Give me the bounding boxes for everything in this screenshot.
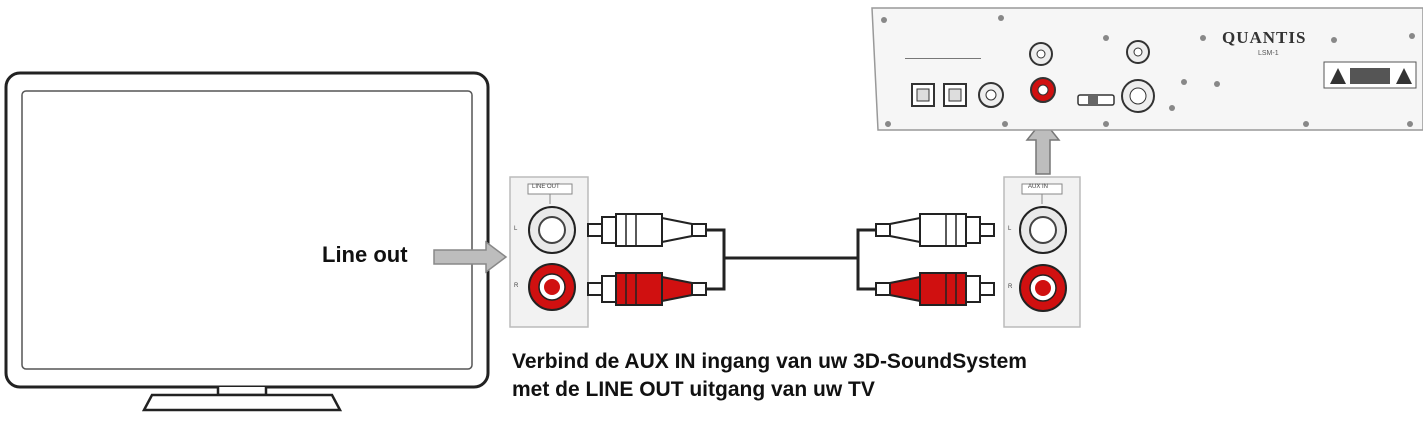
tv	[4, 71, 490, 412]
caption-line-1: Verbind de AUX IN ingang van uw 3D-Sound…	[512, 350, 1027, 373]
tv-screen	[21, 90, 473, 370]
line-out-label: Line out	[322, 242, 408, 267]
tv-red-plug	[587, 272, 707, 306]
line-out-arrow	[433, 240, 508, 274]
aux-red-plug	[875, 272, 995, 306]
tv-left-channel-label: L	[514, 226, 518, 232]
aux-left-channel-label: L	[1008, 226, 1012, 232]
instruction-caption: Verbind de AUX IN ingang van uw 3D-Sound…	[512, 348, 1027, 404]
aux-right-channel-label: R	[1008, 284, 1013, 290]
tv-panel-label: LINE OUT	[532, 184, 560, 190]
brand-logo: QUANTIS	[1222, 28, 1307, 47]
cable	[706, 228, 876, 291]
model-label: LSM-1	[1258, 50, 1279, 57]
tv-stand-base	[141, 393, 343, 412]
aux-white-plug	[875, 213, 995, 247]
tv-white-plug	[587, 213, 707, 247]
aux-in-panel	[1003, 176, 1081, 328]
tv-side-plugs	[587, 213, 707, 306]
tv-line-out-panel	[509, 176, 589, 328]
soundsystem-panel-body	[871, 7, 1423, 131]
caption-line-2: met de LINE OUT uitgang van uw TV	[512, 378, 875, 401]
aux-panel-label: AUX IN	[1028, 184, 1049, 190]
panel-screws	[881, 15, 1415, 127]
tv-right-channel-label: R	[514, 283, 519, 289]
aux-side-plugs	[875, 213, 995, 306]
soundsystem-back-panel	[871, 7, 1423, 131]
